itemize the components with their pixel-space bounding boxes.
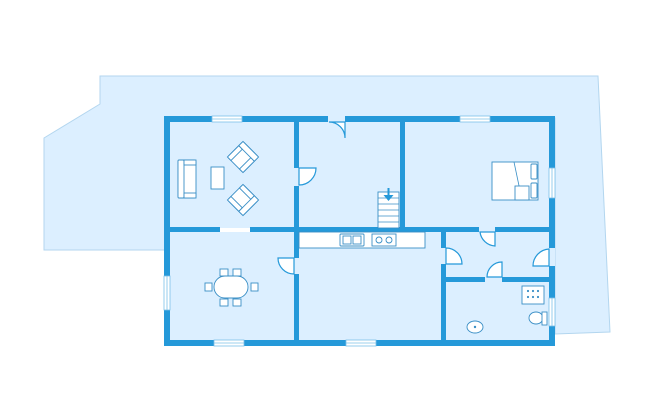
kitchen (299, 232, 441, 340)
window-icon (163, 275, 171, 311)
door-icon[interactable] (445, 247, 463, 265)
stairs-icon (377, 188, 400, 229)
exterior-wall (164, 116, 170, 346)
kitchen-counter (298, 231, 426, 249)
window-icon (211, 115, 243, 123)
interior-wall (400, 122, 405, 228)
window-icon (548, 297, 556, 327)
doors (277, 116, 555, 282)
armchair-icon (226, 140, 260, 174)
stove-icon (371, 233, 397, 247)
arrow-down-icon (383, 188, 394, 201)
window-icon (459, 115, 491, 123)
exterior-wall (164, 116, 554, 122)
window-icon (345, 339, 377, 347)
washbasin-icon (466, 320, 484, 334)
bed-icon (491, 161, 539, 201)
windows (163, 115, 556, 347)
door-icon[interactable] (328, 121, 346, 139)
coffee-table-icon (210, 166, 225, 190)
toilet-icon (528, 311, 548, 326)
armchair-icon (226, 183, 260, 217)
interior-wall (170, 227, 220, 232)
door-icon[interactable] (486, 261, 503, 278)
exterior-wall (549, 116, 555, 346)
window-icon (548, 167, 556, 199)
interior-wall (441, 228, 446, 340)
door-icon[interactable] (298, 167, 317, 186)
window-icon (213, 339, 245, 347)
interior-wall (250, 227, 549, 232)
sofa-icon (177, 159, 197, 199)
dining-table-icon (204, 268, 259, 307)
door-icon[interactable] (532, 248, 550, 267)
door-icon[interactable] (479, 231, 496, 247)
sink-icon (339, 233, 365, 247)
door-icon[interactable] (277, 257, 295, 275)
shower-icon (521, 285, 545, 305)
